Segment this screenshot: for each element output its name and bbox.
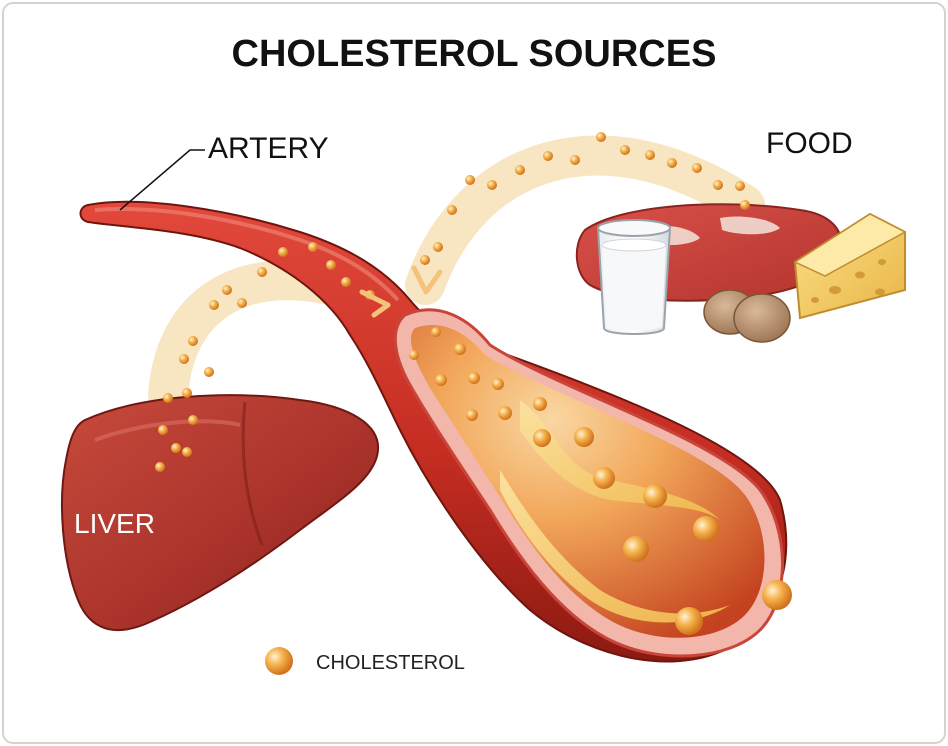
plaque-deposit-lower bbox=[500, 470, 730, 623]
food-flow-arrow bbox=[411, 265, 443, 295]
food-label: FOOD bbox=[766, 127, 853, 160]
legend: CHOLESTEROL bbox=[265, 647, 465, 675]
egg-right bbox=[733, 293, 791, 343]
artery-label: ARTERY bbox=[208, 132, 329, 165]
artery-leader-line bbox=[119, 149, 205, 211]
food-flow-arc bbox=[405, 135, 765, 305]
food-arc-particles bbox=[433, 132, 750, 252]
plaque-deposit-upper bbox=[520, 400, 720, 520]
legend-label: CHOLESTEROL bbox=[316, 652, 465, 674]
page-title: CHOLESTEROL SOURCES bbox=[232, 33, 717, 75]
food-items bbox=[575, 203, 907, 343]
liver-organ bbox=[61, 394, 380, 631]
artery-cross-section bbox=[393, 308, 784, 658]
liver-particles bbox=[155, 415, 198, 472]
cholesterol-particle-icon bbox=[265, 647, 293, 675]
liver-flow-arrow bbox=[359, 289, 391, 318]
liver-label: LIVER bbox=[74, 508, 155, 539]
artery-particles bbox=[409, 255, 792, 635]
